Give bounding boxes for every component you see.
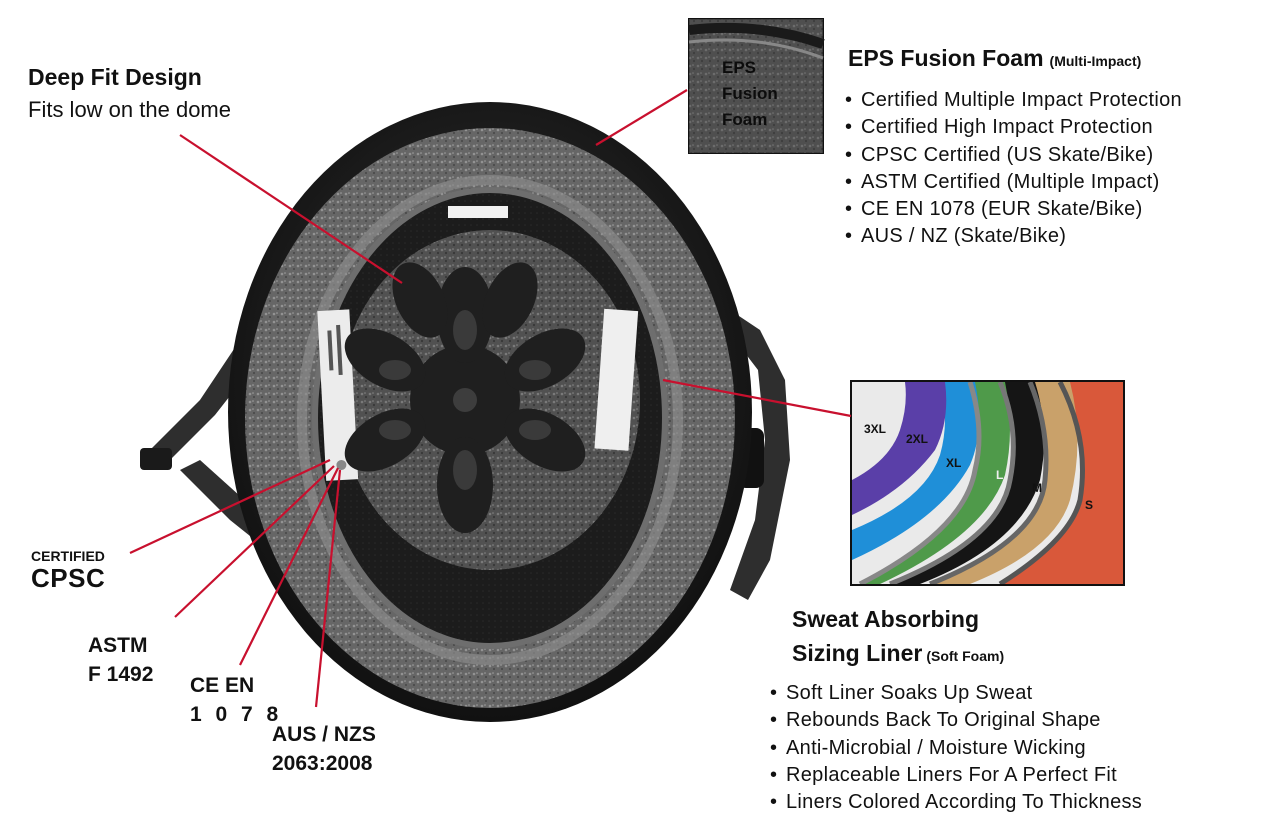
eps-feature-item: ASTM Certified (Multiple Impact) bbox=[845, 169, 1182, 196]
sweat-title-text: Sizing Liner bbox=[792, 640, 923, 666]
sweat-title-line-2: Sizing Liner(Soft Foam) bbox=[792, 640, 1004, 667]
sweat-title-note: (Soft Foam) bbox=[926, 648, 1005, 664]
aus-nzs-number: 2063:2008 bbox=[272, 752, 373, 775]
sweat-feature-item: Anti-Microbial / Moisture Wicking bbox=[770, 735, 1142, 762]
ce-en-label: CE EN bbox=[190, 674, 255, 697]
eps-foam-inset bbox=[688, 18, 825, 154]
ce-en-number: 1 0 7 8 bbox=[190, 703, 283, 726]
sweat-feature-item: Soft Liner Soaks Up Sweat bbox=[770, 680, 1142, 707]
deep-fit-subtitle: Fits low on the dome bbox=[28, 97, 231, 122]
eps-feature-item: CE EN 1078 (EUR Skate/Bike) bbox=[845, 196, 1182, 223]
eps-feature-item: AUS / NZ (Skate/Bike) bbox=[845, 223, 1182, 250]
sweat-feature-item: Liners Colored According To Thickness bbox=[770, 789, 1142, 816]
sweat-feature-item: Replaceable Liners For A Perfect Fit bbox=[770, 762, 1142, 789]
size-label-m: M bbox=[1032, 481, 1042, 495]
size-label-s: S bbox=[1085, 498, 1094, 512]
astm-number: F 1492 bbox=[88, 663, 154, 686]
sweat-feature-item: Rebounds Back To Original Shape bbox=[770, 707, 1142, 734]
size-label-l: L bbox=[996, 468, 1004, 482]
eps-inset-line-2: Fusion bbox=[722, 84, 778, 103]
cpsc-certified-label: CERTIFIED bbox=[31, 548, 105, 564]
eps-inset-line-3: Foam bbox=[722, 110, 768, 129]
sweat-title-line-1: Sweat Absorbing bbox=[792, 606, 979, 632]
callout-lines bbox=[129, 89, 852, 708]
eps-feature-item: CPSC Certified (US Skate/Bike) bbox=[845, 142, 1182, 169]
eps-title: EPS Fusion Foam (Multi-Impact) bbox=[848, 45, 1141, 72]
eps-feature-item: Certified High Impact Protection bbox=[845, 114, 1182, 141]
sweat-features-list: Soft Liner Soaks Up Sweat Rebounds Back … bbox=[770, 680, 1142, 816]
eps-inset-line-1: EPS bbox=[722, 58, 757, 77]
eps-title-text: EPS Fusion Foam bbox=[848, 45, 1044, 71]
cpsc-label: CPSC bbox=[31, 563, 106, 593]
eps-features-list: Certified Multiple Impact Protection Cer… bbox=[845, 87, 1182, 251]
label-sticker bbox=[448, 206, 508, 218]
liner-sizes-inset bbox=[850, 380, 1125, 586]
astm-label: ASTM bbox=[88, 634, 148, 657]
size-label-3xl: 3XL bbox=[864, 422, 887, 436]
deep-fit-title: Deep Fit Design bbox=[28, 64, 202, 90]
eps-title-note: (Multi-Impact) bbox=[1049, 53, 1142, 69]
top-comfort-pad bbox=[344, 262, 586, 533]
eps-feature-item: Certified Multiple Impact Protection bbox=[845, 87, 1182, 114]
aus-nzs-label: AUS / NZS bbox=[272, 723, 376, 746]
size-label-2xl: 2XL bbox=[906, 432, 929, 446]
size-label-xl: XL bbox=[946, 456, 962, 470]
side-sticker bbox=[594, 308, 639, 451]
